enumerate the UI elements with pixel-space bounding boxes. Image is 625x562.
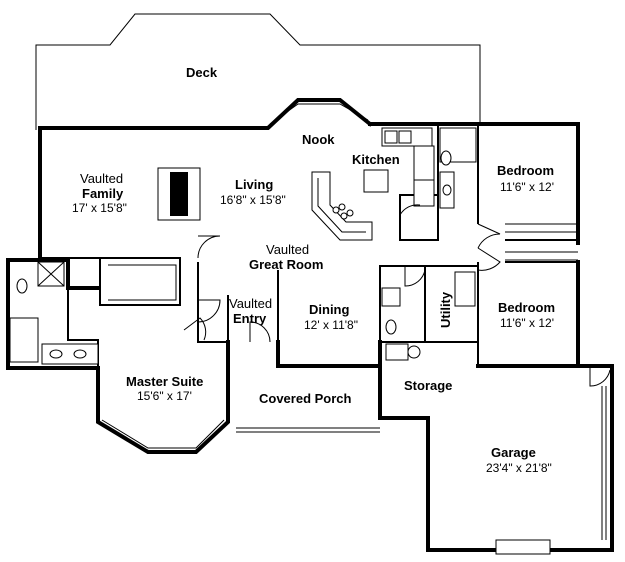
closet-inner bbox=[108, 264, 177, 301]
bedroom-closet-1 bbox=[505, 223, 578, 233]
nook-label: Nook bbox=[302, 132, 335, 147]
garage-door-opening bbox=[601, 386, 607, 540]
deck-label: Deck bbox=[186, 65, 218, 80]
entry-label: Entry bbox=[233, 311, 267, 326]
bedroom-2-door bbox=[477, 247, 501, 271]
storage-label: Storage bbox=[404, 378, 452, 393]
hall-bath-walls bbox=[399, 124, 439, 241]
kitchen-sink bbox=[384, 130, 398, 144]
cooktop-burner-3 bbox=[338, 203, 346, 211]
great-room-door bbox=[197, 235, 221, 259]
master-suite-label: Master Suite bbox=[126, 374, 203, 389]
living-size: 16'8" x 15'8" bbox=[220, 193, 286, 207]
bedroom-1-door bbox=[477, 223, 501, 249]
kitchen-fridge bbox=[413, 179, 435, 207]
front-door bbox=[249, 321, 271, 343]
bedroom-1-label: Bedroom bbox=[497, 163, 554, 178]
great-room-prefix: Vaulted bbox=[266, 242, 309, 257]
dining-label: Dining bbox=[309, 302, 349, 317]
master-toilet bbox=[16, 278, 28, 294]
utility-door bbox=[404, 266, 426, 287]
kitchen-label: Kitchen bbox=[352, 152, 400, 167]
dining-size: 12' x 11'8" bbox=[304, 318, 358, 332]
hall-bath-door bbox=[399, 195, 421, 217]
bedroom-closet-2 bbox=[505, 251, 578, 261]
bedroom-divider bbox=[477, 124, 578, 366]
bedroom-2-size: 11'6" x 12' bbox=[500, 316, 554, 330]
nook-bay-wall bbox=[38, 98, 373, 130]
garage-window bbox=[495, 539, 551, 555]
kitchen-island bbox=[363, 169, 389, 193]
master-tub-surround bbox=[9, 317, 39, 363]
great-room-label: Great Room bbox=[249, 257, 323, 272]
nook-bay-window bbox=[269, 103, 369, 125]
family-size: 17' x 15'8" bbox=[72, 201, 127, 215]
cooktop-burner-2 bbox=[340, 212, 348, 220]
kitchen-peninsula-edge bbox=[317, 178, 366, 233]
utility-washer bbox=[381, 287, 401, 307]
family-prefix: Vaulted bbox=[80, 171, 123, 186]
storage-water-heater bbox=[407, 345, 421, 359]
entry-door bbox=[197, 299, 221, 323]
kitchen-sink-2 bbox=[398, 130, 412, 144]
storage-fixture bbox=[385, 343, 409, 361]
bedroom-2-label: Bedroom bbox=[498, 300, 555, 315]
entry-prefix: Vaulted bbox=[229, 296, 272, 311]
dining-walls bbox=[276, 340, 382, 368]
master-shower-x bbox=[37, 261, 65, 287]
hall-bath-sink bbox=[442, 184, 452, 196]
porch-label: Covered Porch bbox=[259, 391, 352, 406]
master-suite-top-wall bbox=[6, 258, 100, 290]
entry-walls bbox=[197, 262, 229, 343]
master-sink-2 bbox=[73, 349, 87, 359]
porch-railing bbox=[236, 427, 380, 433]
garage-walls bbox=[378, 340, 614, 552]
fireplace-core bbox=[170, 172, 188, 216]
exterior-wall-north-kitchen bbox=[368, 122, 580, 245]
utility-label: Utility bbox=[438, 291, 453, 328]
master-suite-size: 15'6" x 17' bbox=[137, 389, 192, 403]
kitchen-peninsula bbox=[311, 171, 373, 241]
garage-label: Garage bbox=[491, 445, 536, 460]
deck-outline bbox=[35, 13, 481, 130]
hall-bath-toilet bbox=[440, 150, 452, 166]
bedroom-1-size: 11'6" x 12' bbox=[500, 180, 554, 194]
cooktop-burner-1 bbox=[332, 206, 340, 214]
utility-shelf bbox=[454, 271, 476, 307]
garage-size: 23'4" x 21'8" bbox=[486, 461, 552, 475]
family-label: Family bbox=[82, 186, 124, 201]
master-door bbox=[183, 317, 207, 341]
garage-door-arc bbox=[589, 366, 611, 387]
master-suite-walls bbox=[6, 258, 230, 454]
utility-sink bbox=[385, 319, 397, 335]
master-bay-window bbox=[101, 419, 225, 449]
master-sink-1 bbox=[49, 349, 63, 359]
great-room-south-wall bbox=[99, 257, 181, 306]
master-vanity bbox=[41, 343, 99, 365]
living-label: Living bbox=[235, 177, 273, 192]
cooktop-burner-4 bbox=[346, 209, 354, 217]
